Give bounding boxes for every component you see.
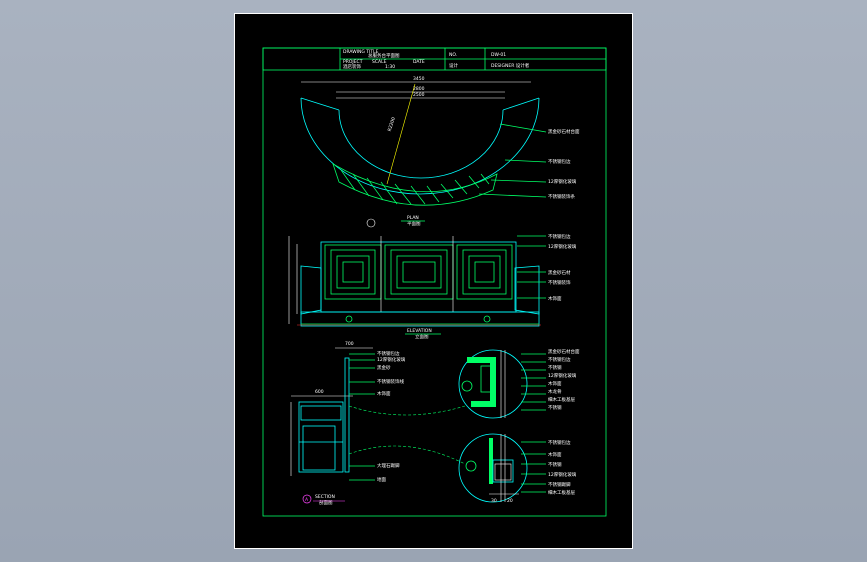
plan-title: PLAN — [407, 215, 419, 221]
section-note-2: 12厚钢化玻璃 — [377, 356, 406, 363]
project-label: PROJECT — [343, 59, 363, 65]
detail-top-note-6: 木龙骨 — [548, 388, 562, 395]
plan-title-cn: 平面图 — [407, 221, 421, 227]
section-marker — [302, 494, 312, 504]
elevation-note-1: 不锈钢包边 — [548, 233, 571, 240]
plan-view: 3450 2800 2500 R2200 黑金砂石材台面 不锈钢包边 12厚钢化… — [300, 76, 580, 228]
detail-top-note-7: 细木工板基层 — [548, 396, 575, 403]
detail-top-note-5: 木饰面 — [548, 380, 562, 387]
plan-marker — [366, 218, 376, 228]
elevation-note-4: 不锈钢装饰 — [548, 279, 571, 286]
plan-note-4: 不锈钢装饰条 — [548, 193, 575, 200]
detail-bottom-dim-a: 30 — [491, 498, 497, 504]
detail-bottom-note-6: 细木工板基层 — [548, 489, 575, 496]
elevation-view: 不锈钢包边 12厚钢化玻璃 黑金砂石材 不锈钢装饰 木饰面 ELEVATION … — [288, 233, 577, 340]
elevation-title: ELEVATION — [407, 328, 432, 334]
plan-dim-total: 3450 — [413, 76, 425, 82]
section-note-5: 木饰面 — [377, 390, 391, 397]
detail-top-note-8: 不锈钢 — [548, 404, 562, 411]
drawing-no-label: NO. — [449, 52, 457, 58]
detail-top-note-4: 12厚钢化玻璃 — [548, 372, 577, 379]
detail-top: 黑金砂石材台面 不锈钢包边 不锈钢 12厚钢化玻璃 木饰面 木龙骨 细木工板基层… — [458, 348, 580, 419]
elevation-note-2: 12厚钢化玻璃 — [548, 243, 577, 250]
elevation-title-cn: 立面图 — [415, 333, 429, 340]
plan-note-1: 黑金砂石材台面 — [548, 128, 580, 135]
date-label: DATE — [413, 59, 425, 65]
section-note-6: 大理石踢脚 — [377, 462, 400, 469]
elevation-note-5: 木饰面 — [548, 295, 562, 302]
plan-dim-inner-1: 2800 — [413, 86, 425, 92]
title-block: DRAWING TITLE 总服务台平面图 PROJECT 酒店装饰 SCALE… — [262, 47, 607, 71]
section-dim-width: 600 — [315, 389, 324, 395]
detail-bottom-note-2: 木饰面 — [548, 451, 562, 458]
designer-value: DESIGNER 设计者 — [491, 62, 530, 69]
detail-bottom-note-4: 12厚钢化玻璃 — [548, 471, 577, 478]
detail-bottom-note-3: 不锈钢 — [548, 461, 562, 468]
project-value: 酒店装饰 — [343, 63, 361, 70]
plan-note-2: 不锈钢包边 — [548, 158, 571, 165]
section-note-4: 不锈钢装饰线 — [377, 378, 404, 385]
detail-bottom-note-1: 不锈钢包边 — [548, 439, 571, 446]
section-note-3: 黑金砂 — [377, 364, 391, 371]
section-view: 700 600 不锈钢包边 12厚钢化玻璃 黑金砂 不锈钢装饰线 木饰面 大理石… — [290, 341, 466, 506]
plan-dim-inner-2: 2500 — [413, 92, 425, 98]
scale-label: SCALE — [372, 59, 387, 65]
section-dim-top: 700 — [345, 341, 354, 347]
elevation-note-3: 黑金砂石材 — [548, 269, 571, 276]
elevation-pattern — [330, 249, 507, 295]
detail-top-note-2: 不锈钢包边 — [548, 356, 571, 363]
section-title: SECTION — [315, 494, 335, 500]
section-note-7: 地面 — [377, 476, 386, 483]
section-marker-label: A — [305, 497, 309, 503]
cad-drawing: DRAWING TITLE 总服务台平面图 PROJECT 酒店装饰 SCALE… — [262, 47, 607, 517]
drawing-sheet: DRAWING TITLE 总服务台平面图 PROJECT 酒店装饰 SCALE… — [234, 13, 633, 549]
designer-label: 设计 — [449, 62, 458, 69]
detail-bottom: 30 20 不锈钢包边 木饰面 不锈钢 12厚钢化玻璃 不锈钢踢脚 细木工板基层 — [458, 433, 577, 504]
detail-bottom-note-5: 不锈钢踢脚 — [548, 481, 571, 488]
drawing-no-value: DW-01 — [491, 52, 506, 58]
drawing-title-label: DRAWING TITLE — [343, 49, 379, 55]
scale-value: 1:30 — [385, 64, 395, 70]
detail-top-note-1: 黑金砂石材台面 — [548, 348, 580, 355]
plan-radius-label: R2200 — [387, 116, 397, 132]
section-note-1: 不锈钢包边 — [377, 350, 400, 357]
drawing-title-value: 总服务台平面图 — [368, 52, 400, 59]
plan-note-3: 12厚钢化玻璃 — [548, 178, 577, 185]
section-title-cn: 剖面图 — [319, 499, 333, 506]
detail-bottom-dim-b: 20 — [507, 498, 513, 504]
detail-top-note-3: 不锈钢 — [548, 364, 562, 371]
